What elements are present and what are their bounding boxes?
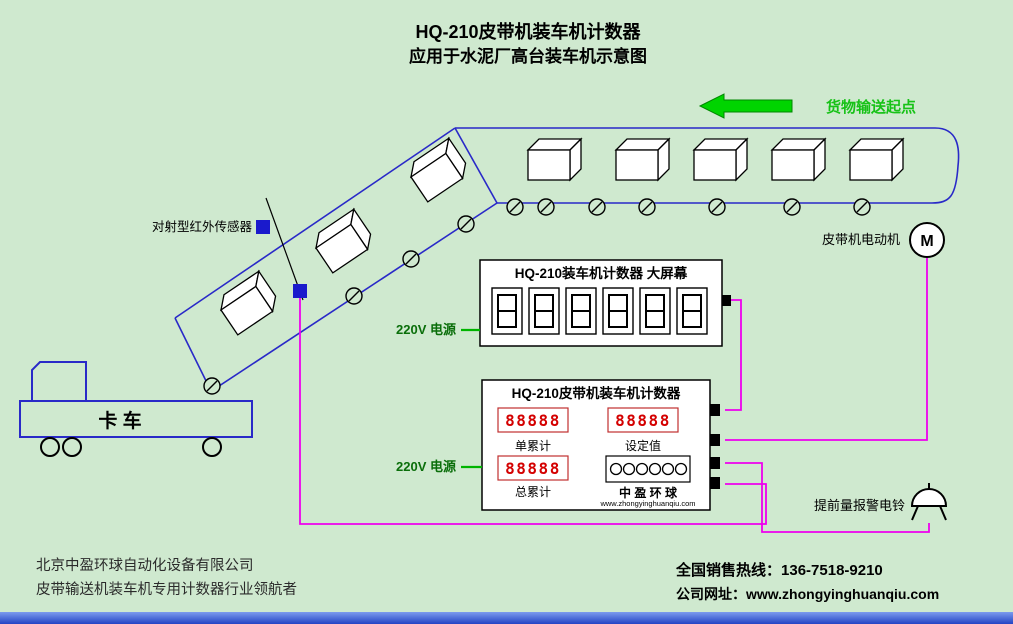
set-value-display xyxy=(607,407,679,433)
seven-segment-digit xyxy=(565,287,597,335)
power-label-1: 220V 电源 xyxy=(396,322,456,337)
truck-wheel xyxy=(62,437,82,457)
roller xyxy=(853,198,871,216)
seven-segment-digit xyxy=(676,287,708,335)
package-box xyxy=(615,138,670,181)
package-box xyxy=(849,138,904,181)
panel-button xyxy=(674,462,688,476)
panel-button xyxy=(622,462,636,476)
counter-panel: HQ-210皮带机装车机计数器 88888 单累计 88888 设定值 8888… xyxy=(481,379,720,511)
total-count-value: 88888 xyxy=(505,459,561,478)
single-count-label: 单累计 xyxy=(515,439,551,453)
panel-button xyxy=(609,462,623,476)
hotline-number: 136-7518-9210 xyxy=(781,562,883,579)
alarm-bell-label: 提前量报警电铃 xyxy=(814,498,905,513)
big-display-frame xyxy=(479,259,723,347)
footer-hotline: 全国销售热线：136-7518-9210 xyxy=(675,561,883,579)
page-title-line1: HQ-210皮带机装车机计数器 xyxy=(415,21,641,42)
truck-wheel xyxy=(40,437,60,457)
seven-segment-digit xyxy=(639,287,671,335)
roller xyxy=(506,198,524,216)
seven-segment-digit xyxy=(528,287,560,335)
panel-button xyxy=(635,462,649,476)
roller xyxy=(345,287,363,305)
truck-label: 卡 车 xyxy=(98,409,141,432)
package-box xyxy=(693,138,748,181)
ir-sensor-receiver-icon xyxy=(293,284,307,298)
package-box xyxy=(771,138,826,181)
website-label: 公司网址： xyxy=(676,586,746,602)
package-box xyxy=(404,137,473,203)
big-display-panel: HQ-210装车机计数器 大屏幕 xyxy=(479,259,731,347)
counter-panel-frame xyxy=(481,379,711,511)
footer-company-name: 北京中盈环球自动化设备有限公司 xyxy=(36,557,254,574)
roller xyxy=(402,250,420,268)
footer-website: 公司网址：www.zhongyinghuanqiu.com xyxy=(676,586,939,602)
hotline-label: 全国销售热线： xyxy=(675,561,781,579)
connector-tab xyxy=(710,434,720,446)
connector-tab xyxy=(710,477,720,489)
truck-wheel xyxy=(202,437,222,457)
package-box xyxy=(214,270,283,336)
counter-panel-title: HQ-210皮带机装车机计数器 xyxy=(512,385,681,401)
motor-label: 皮带机电动机 xyxy=(822,232,900,247)
brand-website: www.zhongyinghuanqiu.com xyxy=(599,499,695,508)
bottom-edge-bar xyxy=(0,612,1013,624)
connector-tab xyxy=(722,295,731,306)
set-value-value: 88888 xyxy=(615,411,671,430)
seven-segment-digits xyxy=(491,287,708,335)
alarm-bell-icon xyxy=(910,483,948,521)
motor-symbol: M xyxy=(920,233,933,250)
motor-icon xyxy=(909,222,945,258)
roller xyxy=(588,198,606,216)
wire-display-to-counter xyxy=(725,299,742,411)
ir-sensor-pole xyxy=(265,197,304,301)
footer-company-slogan: 皮带输送机装车机专用计数器行业领航者 xyxy=(36,581,297,598)
truck-bed xyxy=(19,400,253,438)
packages-incline xyxy=(214,137,473,336)
wiring xyxy=(299,258,930,533)
set-value-label: 设定值 xyxy=(625,438,661,453)
roller xyxy=(638,198,656,216)
single-count-display xyxy=(497,407,569,433)
roller xyxy=(457,215,475,233)
seven-segment-digit xyxy=(602,287,634,335)
total-count-label: 总累计 xyxy=(515,485,551,499)
panel-buttons xyxy=(609,462,688,476)
wire-alarm-bell xyxy=(725,462,930,533)
truck-cab xyxy=(31,361,87,402)
single-count-value: 88888 xyxy=(505,411,561,430)
seven-segment-digit xyxy=(491,287,523,335)
roller xyxy=(537,198,555,216)
big-display-title: HQ-210装车机计数器 大屏幕 xyxy=(515,265,688,281)
power-label-2: 220V 电源 xyxy=(396,459,456,474)
cargo-start-label: 货物输送起点 xyxy=(826,98,916,116)
wire-motor xyxy=(725,258,928,441)
panel-button xyxy=(661,462,675,476)
packages-horizontal xyxy=(527,138,904,181)
total-count-display xyxy=(497,455,569,481)
package-box xyxy=(527,138,582,181)
wire-ir-sensor xyxy=(299,298,767,525)
roller xyxy=(783,198,801,216)
connector-tab xyxy=(710,457,720,469)
ir-sensor-emitter-icon xyxy=(256,220,270,234)
panel-button xyxy=(648,462,662,476)
roller xyxy=(708,198,726,216)
flow-direction-arrow-icon xyxy=(698,93,793,119)
roller xyxy=(203,377,221,395)
ir-sensor-label: 对射型红外传感器 xyxy=(152,219,253,234)
connector-tab xyxy=(710,404,720,416)
brand-label: 中 盈 环 球 xyxy=(619,485,678,500)
truck: 卡 车 xyxy=(19,361,253,457)
website-url: www.zhongyinghuanqiu.com xyxy=(745,586,939,602)
page-title-line2: 应用于水泥厂高台装车机示意图 xyxy=(409,46,647,66)
